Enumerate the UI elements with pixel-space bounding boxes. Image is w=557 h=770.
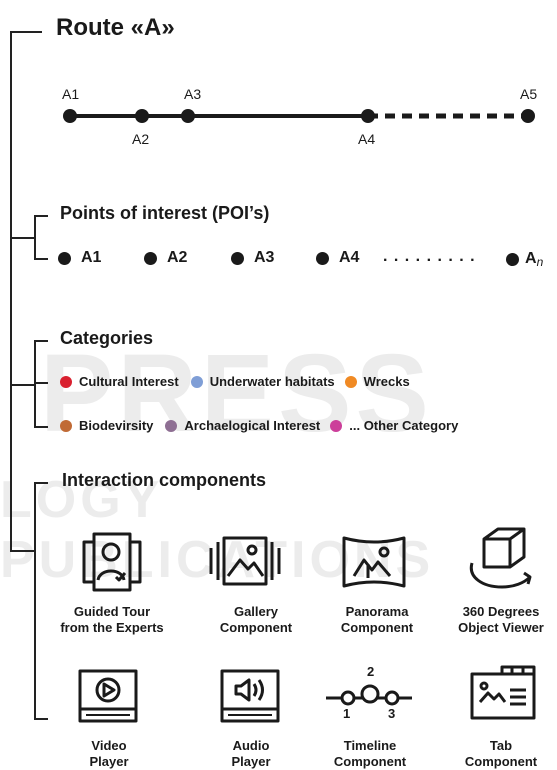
- category-dot-underwater: [190, 375, 203, 388]
- tree-branch-components-end: [34, 718, 48, 720]
- category-row-2: Biodevirsity Archaelogical Interest ... …: [60, 418, 458, 433]
- poi-ellipsis: . . . . . . . . .: [383, 248, 476, 265]
- tab-icon: [470, 665, 536, 720]
- component-line2: Component: [333, 754, 407, 769]
- poi-item-a3: A3: [231, 249, 274, 267]
- category-label: Underwater habitats: [209, 374, 335, 389]
- route-point-a5: [521, 109, 535, 123]
- route-point-a4: [361, 109, 375, 123]
- guided-tour-icon: [82, 532, 142, 592]
- tree-branch-poi-items: [34, 258, 48, 260]
- component-line1: Timeline: [343, 738, 397, 753]
- tree-branch-route: [10, 31, 42, 33]
- route-label-a1: A1: [62, 86, 80, 102]
- video-player-icon: [78, 669, 138, 723]
- route-label-a5: A5: [520, 86, 538, 102]
- component-line1: Tab: [489, 738, 513, 753]
- watermark-press: PRESS: [40, 332, 433, 455]
- timeline-number-1: 1: [343, 706, 351, 721]
- panorama-icon: [342, 536, 406, 588]
- category-dot-other: [330, 419, 343, 432]
- poi-label: A: [525, 250, 537, 267]
- category-dot-cultural: [60, 375, 72, 388]
- category-dot-biodiversity: [60, 419, 72, 432]
- component-line2: Player: [231, 754, 271, 769]
- component-line2: Component: [340, 620, 414, 635]
- component-line2: Component: [219, 620, 293, 635]
- timeline-number-2: 2: [367, 664, 375, 679]
- poi-label: A2: [167, 249, 188, 266]
- component-line2: from the Experts: [60, 620, 164, 635]
- poi-dot: [144, 251, 157, 265]
- poi-label: A4: [339, 249, 360, 266]
- category-row-1: Cultural Interest Underwater habitats Wr…: [60, 374, 410, 389]
- route-point-a2: [135, 109, 149, 123]
- tree-branch-categories-row1: [34, 382, 48, 384]
- component-line1: Guided Tour: [73, 604, 151, 619]
- component-line1: Video: [91, 738, 127, 753]
- tree-branch-poi-link: [10, 237, 34, 239]
- tree-branch-categories-title: [34, 340, 48, 342]
- tree-branch-categories-row2: [34, 426, 48, 428]
- categories-title: Categories: [60, 328, 154, 348]
- tree-branch-categories-link: [10, 384, 34, 386]
- tree-branch-components-link: [10, 550, 34, 552]
- category-dot-wrecks: [344, 375, 357, 388]
- timeline-icon: [326, 684, 412, 706]
- category-dot-archaeological: [165, 419, 178, 432]
- poi-item-a2: A2: [144, 249, 187, 267]
- route-label-a3: A3: [184, 86, 202, 102]
- category-label: Archaelogical Interest: [184, 418, 321, 433]
- components-title: Interaction components: [62, 470, 267, 490]
- category-label: ... Other Category: [349, 418, 459, 433]
- tree-branch-components-title: [34, 482, 48, 484]
- component-line1: Gallery: [233, 604, 279, 619]
- poi-label: A1: [81, 249, 102, 266]
- route-point-a3: [181, 109, 195, 123]
- gallery-icon: [209, 536, 281, 586]
- tree-bracket-poi: [34, 215, 36, 259]
- poi-dot: [231, 251, 244, 265]
- poi-title: Points of interest (POI’s): [60, 203, 270, 223]
- component-line2: Player: [89, 754, 129, 769]
- tree-trunk: [10, 31, 12, 551]
- route-label-a2: A2: [132, 131, 150, 147]
- poi-label-sub: n: [536, 255, 544, 269]
- component-line2: Component: [464, 754, 538, 769]
- component-line1: Panorama: [345, 604, 409, 619]
- timeline-number-3: 3: [388, 706, 396, 721]
- category-label: Biodevirsity: [79, 418, 154, 433]
- category-label: Wrecks: [363, 374, 410, 389]
- tree-bracket-components: [34, 482, 36, 720]
- poi-dot: [58, 251, 71, 265]
- tree-bracket-categories: [34, 340, 36, 428]
- poi-item-a1: A1: [58, 249, 101, 267]
- route-point-a1: [63, 109, 77, 123]
- poi-dot: [506, 252, 519, 266]
- component-line1: Audio: [232, 738, 270, 753]
- poi-label: A3: [254, 249, 275, 266]
- poi-dot: [316, 251, 329, 265]
- route-title: Route «A»: [56, 14, 175, 41]
- component-line2: Object Viewer: [458, 620, 544, 635]
- audio-player-icon: [220, 669, 280, 723]
- poi-item-a4: A4: [316, 249, 359, 267]
- route-line: [63, 109, 535, 123]
- tree-branch-poi-title: [34, 215, 48, 217]
- category-label: Cultural Interest: [79, 374, 179, 389]
- route-label-a4: A4: [358, 131, 376, 147]
- cube-360-icon: [469, 527, 532, 589]
- component-line1: 360 Degrees: [462, 604, 540, 619]
